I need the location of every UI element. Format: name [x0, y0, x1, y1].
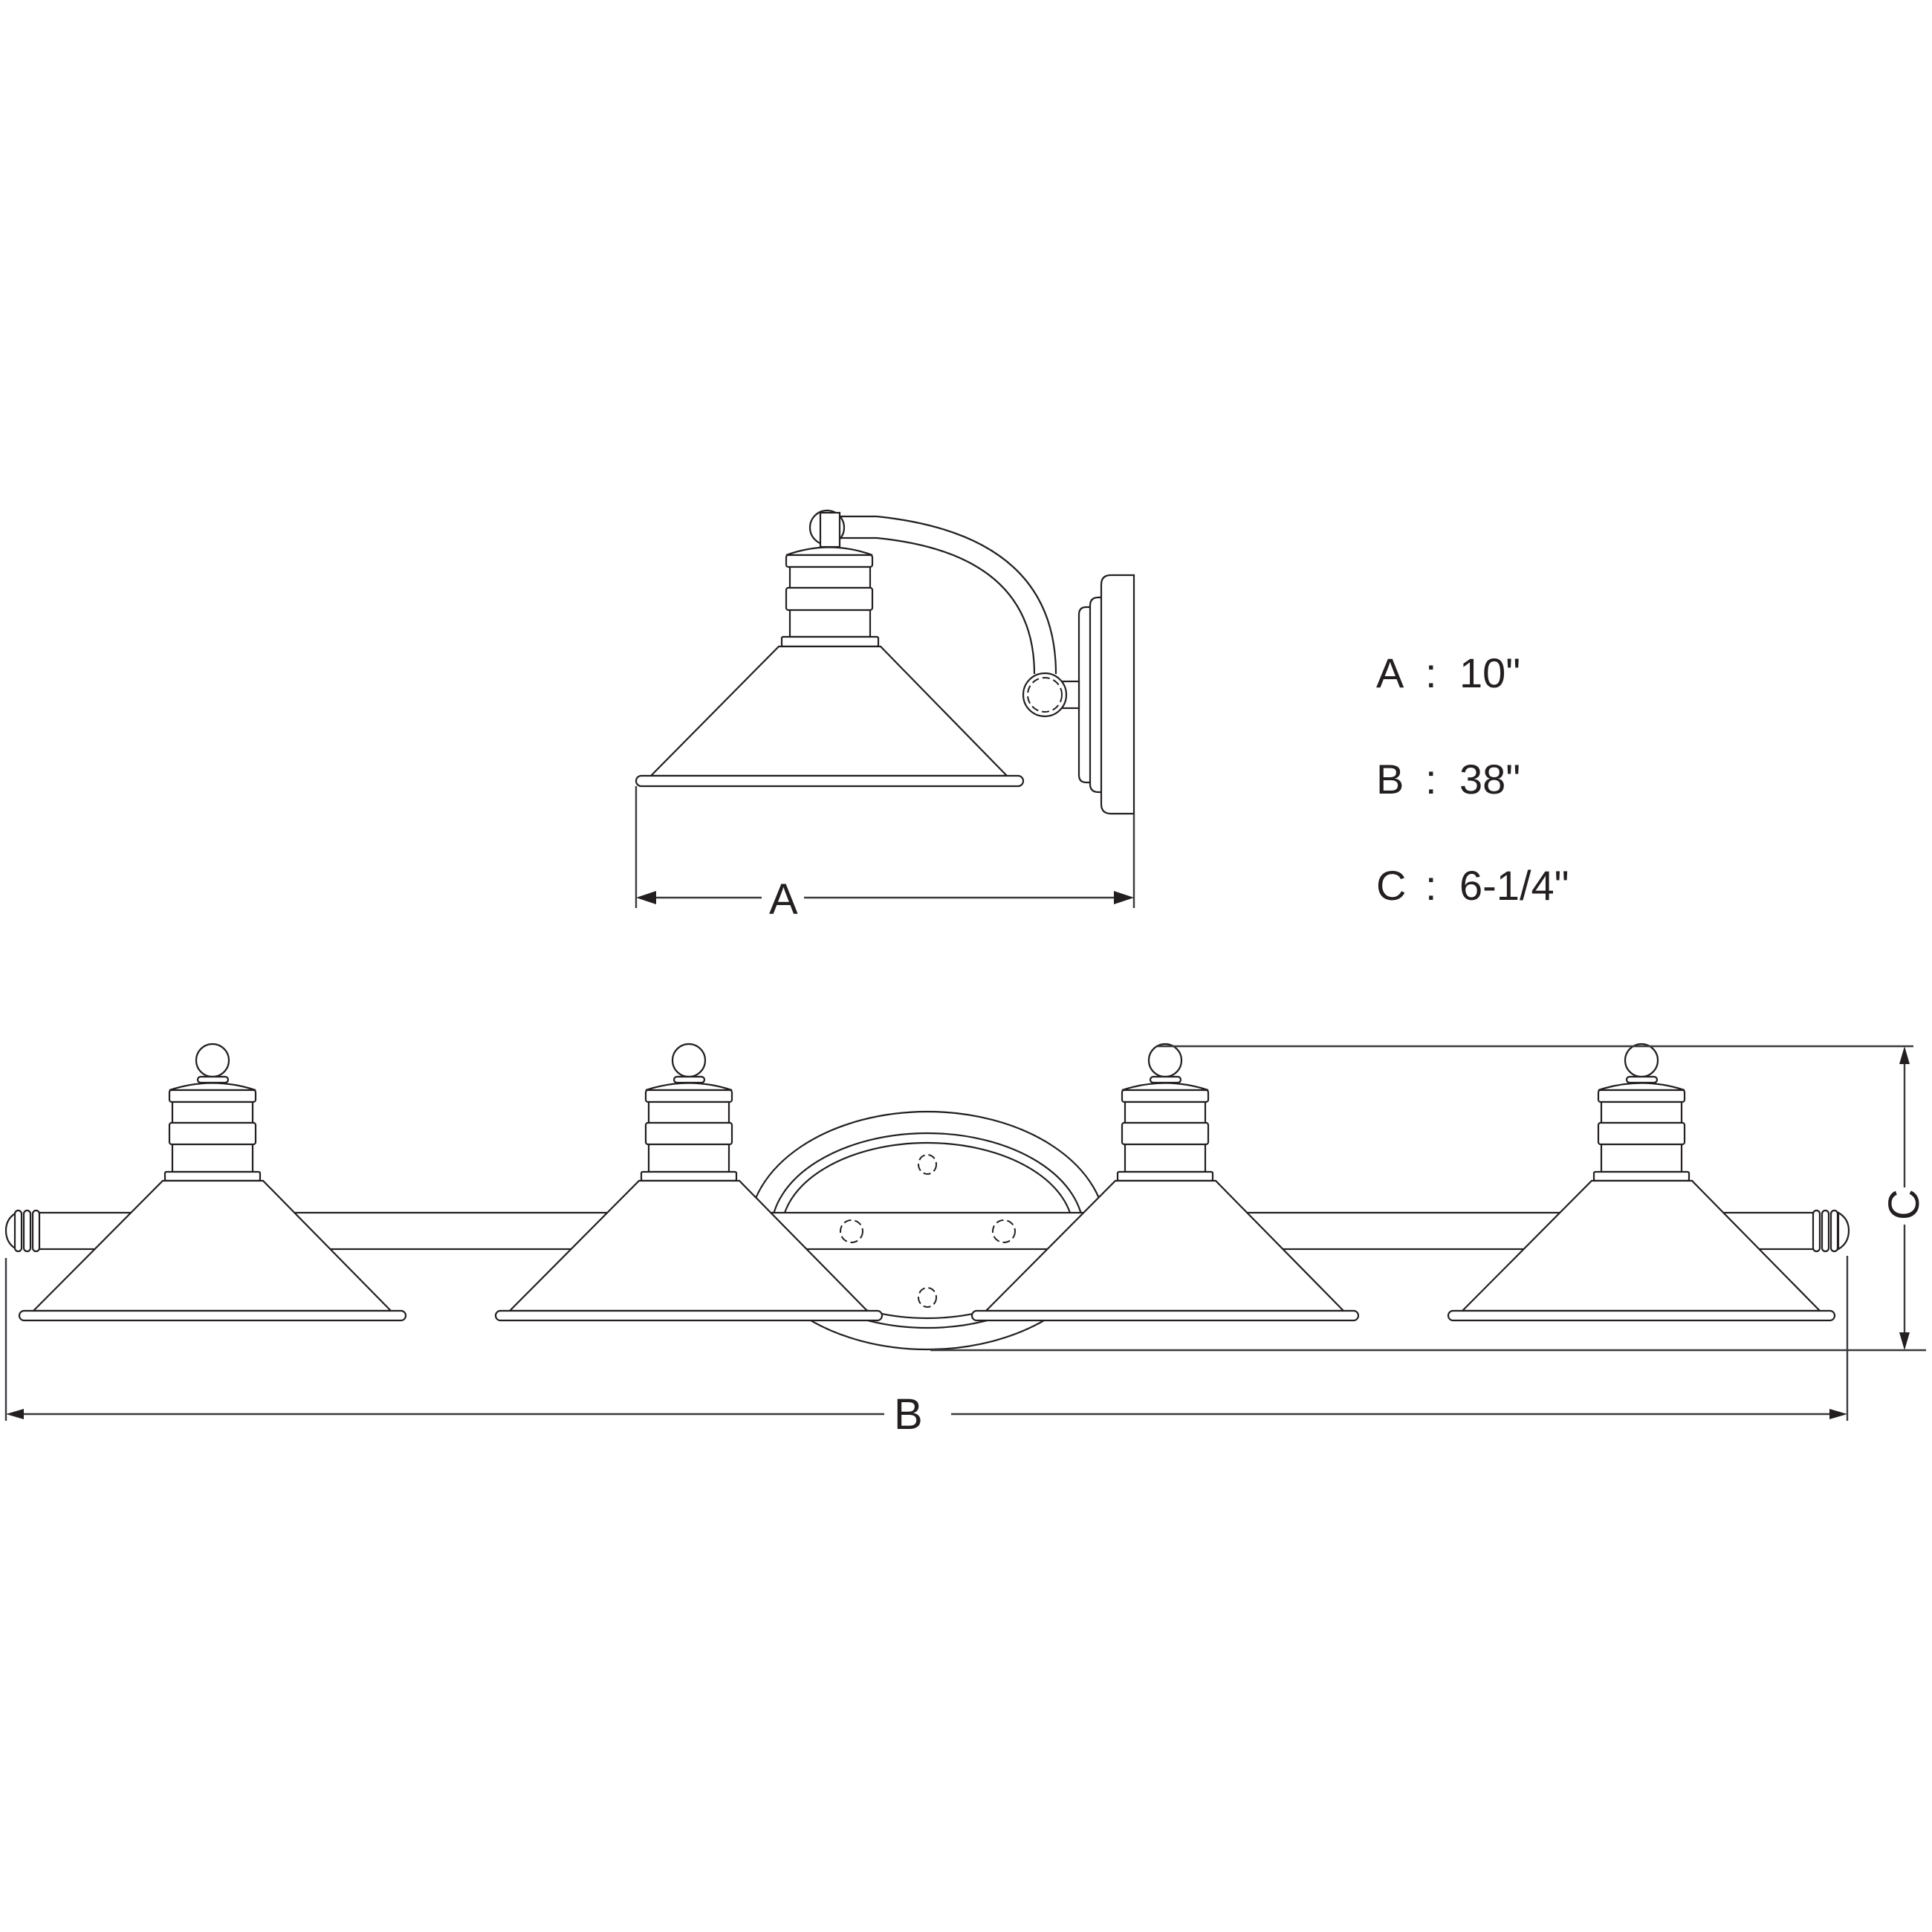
spec-separator: :	[1425, 756, 1437, 803]
dimension-label-c: C	[1880, 1189, 1928, 1220]
arrow-right-icon	[1829, 1409, 1847, 1419]
spec-row-b: B : 38"	[1376, 759, 1569, 865]
spec-value: 38"	[1459, 756, 1521, 803]
spec-separator: :	[1425, 649, 1437, 696]
arrow-left-icon	[636, 891, 656, 904]
spec-row-c: C : 6-1/4"	[1376, 865, 1569, 971]
lamp-4	[1447, 1043, 1836, 1322]
dimension-label-a: A	[769, 875, 798, 924]
front-view	[4, 1043, 1926, 1421]
arrow-down-icon	[1899, 1332, 1910, 1350]
spec-key: B	[1376, 756, 1404, 803]
arrow-right-icon	[1114, 891, 1134, 904]
lamp-1	[18, 1043, 407, 1322]
arrow-left-icon	[6, 1409, 24, 1419]
spec-value: 6-1/4"	[1459, 862, 1569, 909]
side-view	[635, 509, 1135, 908]
arrow-up-icon	[1899, 1046, 1910, 1064]
dimension-spec-list: A : 10" B : 38" C : 6-1/4"	[1376, 652, 1569, 971]
spec-key: A	[1376, 649, 1404, 696]
dimension-label-b: B	[894, 1390, 923, 1439]
spec-key: C	[1376, 862, 1407, 909]
spec-value: 10"	[1459, 649, 1521, 696]
spec-separator: :	[1425, 862, 1437, 909]
spec-row-a: A : 10"	[1376, 652, 1569, 759]
